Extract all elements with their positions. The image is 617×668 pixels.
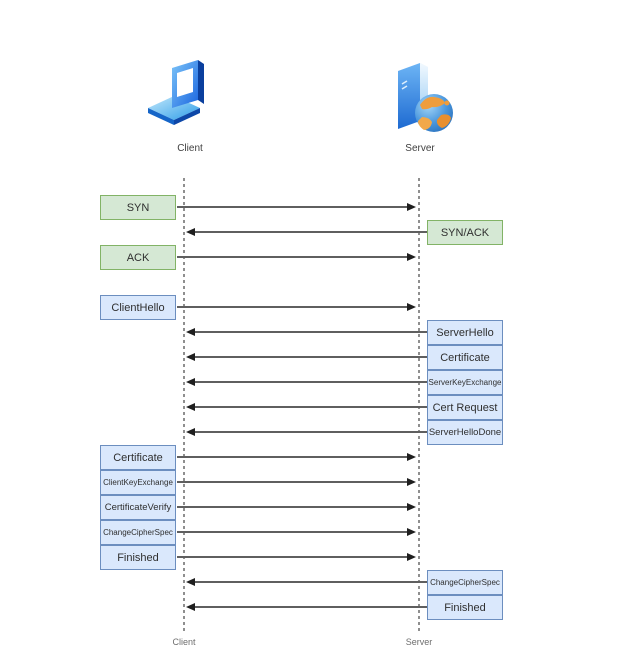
- arrow-certificate-client: [177, 453, 416, 461]
- msg-box-finished-server: Finished: [427, 595, 503, 620]
- arrow-changecipherspec-client: [177, 528, 416, 536]
- arrow-ack: [177, 253, 416, 261]
- server-lifeline: [418, 178, 420, 633]
- server-actor-label: Server: [405, 143, 435, 154]
- laptop-icon: [148, 60, 204, 125]
- server-lifeline-label: Server: [405, 637, 433, 647]
- arrow-certificateverify: [177, 503, 416, 511]
- msg-box-ack: ACK: [100, 245, 176, 270]
- arrow-syn-ack: [186, 228, 427, 236]
- client-lifeline: [183, 178, 185, 633]
- msg-box-clientkeyexchange: ClientKeyExchange: [100, 470, 176, 495]
- arrow-clientkeyexchange: [177, 478, 416, 486]
- msg-box-serverkeyexchange: ServerKeyExchange: [427, 370, 503, 395]
- arrow-certrequest: [186, 403, 427, 411]
- msg-box-certrequest: Cert Request: [427, 395, 503, 420]
- arrow-clienthello: [177, 303, 416, 311]
- msg-box-serverhello: ServerHello: [427, 320, 503, 345]
- server-actor: [388, 53, 456, 137]
- arrow-serverhellodone: [186, 428, 427, 436]
- msg-box-finished-client: Finished: [100, 545, 176, 570]
- arrow-serverhello: [186, 328, 427, 336]
- client-lifeline-label: Client: [172, 637, 196, 647]
- client-actor-label: Client: [177, 143, 203, 154]
- arrow-finished-server: [186, 603, 427, 611]
- arrow-syn: [177, 203, 416, 211]
- msg-box-syn: SYN: [100, 195, 176, 220]
- arrow-finished-client: [177, 553, 416, 561]
- msg-box-certificate-server: Certificate: [427, 345, 503, 370]
- msg-box-changecipherspec-client: ChangeCipherSpec: [100, 520, 176, 545]
- arrow-serverkeyexchange: [186, 378, 427, 386]
- msg-box-syn-ack: SYN/ACK: [427, 220, 503, 245]
- msg-box-certificateverify: CertificateVerify: [100, 495, 176, 520]
- arrow-certificate-server: [186, 353, 427, 361]
- arrow-changecipherspec-server: [186, 578, 427, 586]
- msg-box-clienthello: ClientHello: [100, 295, 176, 320]
- client-actor: [146, 56, 210, 134]
- msg-box-serverhellodone: ServerHelloDone: [427, 420, 503, 445]
- msg-box-changecipherspec-server: ChangeCipherSpec: [427, 570, 503, 595]
- server-globe-icon: [398, 63, 453, 132]
- msg-box-certificate-client: Certificate: [100, 445, 176, 470]
